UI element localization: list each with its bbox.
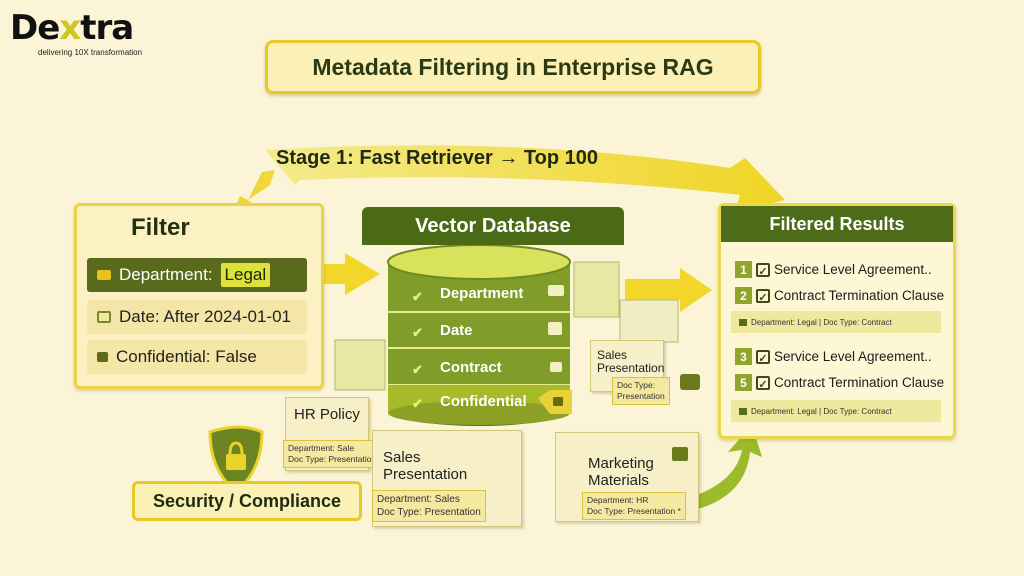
filtered-results-panel: Filtered Results 1 ✓ Service Level Agree… [718, 203, 956, 439]
check-icon: ✔ [412, 289, 423, 304]
sales-title-line1: Sales [383, 449, 421, 466]
page-title: Metadata Filtering in Enterprise RAG [265, 40, 761, 94]
hr-policy-tag-type: Doc Type: Presentation [288, 454, 377, 464]
db-layer-department: Department [440, 285, 524, 302]
hr-policy-tags: Department: Sale Doc Type: Presentation [283, 440, 382, 468]
stage-arrow-band [265, 145, 785, 212]
filter-confidential-text: Confidential: False [116, 347, 257, 366]
marketing-title-line1: Marketing [588, 455, 654, 472]
filter-title: Filter [131, 214, 190, 241]
database-cylinder [387, 244, 571, 426]
logo-word-start: De [10, 8, 60, 48]
stage-label: Stage 1: Fast Retriever → Top 100 [276, 147, 598, 169]
marketing-title-line2: Materials [588, 472, 649, 489]
lock-icon [680, 374, 700, 390]
lock-icon [739, 407, 747, 415]
checkbox-icon: ✓ [756, 349, 770, 365]
check-icon: ✔ [412, 396, 423, 411]
sales-presentation-tags: Department: Sales Doc Type: Presentation [372, 490, 486, 522]
briefcase-icon [97, 270, 111, 280]
logo: Dextra delivering 10X transformation [10, 10, 142, 57]
filter-department-value: Legal [220, 263, 271, 287]
sales-tag-type: Doc Type: Presentation [377, 507, 481, 518]
result-text: Service Level Agreement.. [774, 349, 932, 364]
results-title: Filtered Results [721, 206, 953, 242]
filter-row-department[interactable]: Department: Legal [87, 258, 307, 292]
result-text: Contract Termination Clause [774, 288, 945, 303]
marketing-title: Marketing Materials [588, 455, 654, 489]
sales-small-tag2: Presentation [617, 391, 665, 401]
filter-panel: Filter Department: Legal Date: After 202… [74, 203, 324, 389]
result-number: 2 [735, 287, 752, 304]
result-item[interactable]: 2 ✓ Contract Termination Clause [735, 287, 944, 304]
filter-department-key: Department: [119, 265, 213, 284]
arrow-curve-to-results [682, 425, 762, 512]
sales-small-tags: Doc Type: Presentation [612, 377, 670, 405]
lock-icon [553, 397, 563, 406]
checkbox-icon: ✓ [756, 288, 770, 304]
filter-date-text: Date: After 2024-01-01 [119, 307, 292, 326]
filter-row-date[interactable]: Date: After 2024-01-01 [87, 300, 307, 334]
hr-policy-title: HR Policy [294, 406, 360, 423]
result-item[interactable]: 3 ✓ Service Level Agreement.. [735, 348, 932, 365]
calendar-icon [97, 311, 111, 323]
arrow-db-to-results [625, 268, 712, 312]
marketing-tag-dept: Department: HR [587, 495, 649, 505]
check-icon: ✔ [412, 362, 423, 377]
sales-small-title: Sales Presentation [597, 349, 664, 375]
result-meta-text: Department: Legal | Doc Type: Contract [751, 317, 892, 327]
db-layer-confidential: Confidential [440, 393, 527, 410]
sales-small-title-line2: Presentation [597, 361, 665, 375]
logo-wordmark: Dextra [10, 10, 142, 46]
result-text: Contract Termination Clause [774, 375, 945, 390]
filter-header: Filter [97, 214, 190, 242]
hr-policy-tag-dept: Department: Sale [288, 443, 355, 453]
db-layer-date: Date [440, 322, 473, 339]
sales-presentation-title: Sales Presentation [383, 449, 467, 483]
vector-db-title: Vector Database [362, 207, 624, 245]
result-meta-text: Department: Legal | Doc Type: Contract [751, 406, 892, 416]
result-meta: Department: Legal | Doc Type: Contract [731, 400, 941, 422]
briefcase-icon [548, 285, 564, 296]
arrow-filter-to-db [300, 253, 380, 295]
sales-title-line2: Presentation [383, 466, 468, 483]
logo-tagline: delivering 10X transformation [38, 48, 143, 57]
check-icon: ✔ [412, 325, 423, 340]
result-meta: Department: Legal | Doc Type: Contract [731, 311, 941, 333]
lock-icon [739, 318, 747, 326]
marketing-tags: Department: HR Doc Type: Presentation * [582, 492, 686, 520]
checkbox-icon: ✓ [756, 375, 770, 391]
result-number: 3 [735, 348, 752, 365]
calendar-icon [548, 322, 562, 335]
checkbox-icon: ✓ [756, 262, 770, 278]
result-item[interactable]: 5 ✓ Contract Termination Clause [735, 374, 944, 391]
lock-icon [97, 352, 108, 362]
db-layer-contract: Contract [440, 359, 502, 376]
lock-icon [550, 362, 562, 372]
logo-word-x: x [59, 8, 81, 48]
sales-small-tag1: Doc Type: [617, 380, 656, 390]
result-number: 1 [735, 261, 752, 278]
result-item[interactable]: 1 ✓ Service Level Agreement.. [735, 261, 932, 278]
result-text: Service Level Agreement.. [774, 262, 932, 277]
logo-word-end: tra [80, 8, 134, 48]
shield-icon [208, 425, 264, 494]
security-compliance-label: Security / Compliance [132, 481, 362, 521]
result-number: 5 [735, 374, 752, 391]
lock-icon [672, 447, 688, 461]
marketing-tag-type: Doc Type: Presentation * [587, 506, 681, 516]
sales-small-title-line1: Sales [597, 348, 628, 362]
sales-tag-dept: Department: Sales [377, 494, 460, 505]
filter-row-confidential[interactable]: Confidential: False [87, 340, 307, 374]
